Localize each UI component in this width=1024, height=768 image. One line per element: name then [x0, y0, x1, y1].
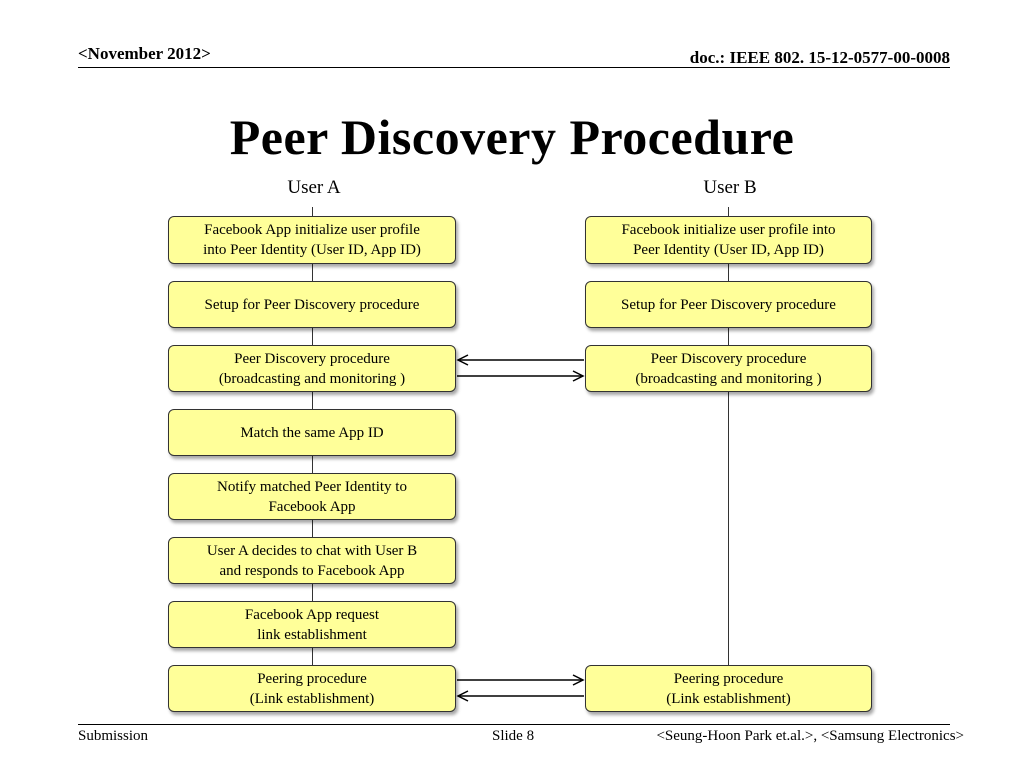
footer-submission: Submission — [78, 728, 149, 744]
user-b-label: User B — [703, 177, 757, 198]
user-a-step-decide-chat: User A decides to chat with User B and r… — [168, 537, 456, 584]
footer-slide-number: Slide 8 — [492, 728, 535, 744]
user-a-label: User A — [287, 177, 341, 198]
footer-divider — [78, 724, 950, 725]
user-b-step-init-profile: Facebook initialize user profile into Pe… — [585, 216, 872, 264]
header-divider — [78, 67, 950, 68]
footer-authors: <Seung-Hoon Park et.al.>, <Samsung Elect… — [656, 728, 964, 744]
slide-title: Peer Discovery Procedure — [229, 109, 795, 165]
user-a-step-peer-discovery: Peer Discovery procedure (broadcasting a… — [168, 345, 456, 392]
user-a-step-peering: Peering procedure (Link establishment) — [168, 665, 456, 712]
peering-arrow-a-to-b — [457, 674, 585, 686]
header-doc-id: doc.: IEEE 802. 15-12-0577-00-0008 — [689, 48, 950, 67]
user-b-lifeline — [728, 207, 729, 687]
discovery-arrow-b-to-a — [456, 354, 584, 366]
discovery-arrow-a-to-b — [457, 370, 585, 382]
user-a-step-match-app-id: Match the same App ID — [168, 409, 456, 456]
peering-arrow-b-to-a — [456, 690, 584, 702]
user-a-step-link-request: Facebook App request link establishment — [168, 601, 456, 648]
user-a-step-setup-discovery: Setup for Peer Discovery procedure — [168, 281, 456, 328]
user-a-step-init-profile: Facebook App initialize user profile int… — [168, 216, 456, 264]
header-date: <November 2012> — [78, 44, 211, 63]
user-a-step-notify-identity: Notify matched Peer Identity to Facebook… — [168, 473, 456, 520]
user-b-step-setup-discovery: Setup for Peer Discovery procedure — [585, 281, 872, 328]
user-b-step-peering: Peering procedure (Link establishment) — [585, 665, 872, 712]
user-b-step-peer-discovery: Peer Discovery procedure (broadcasting a… — [585, 345, 872, 392]
